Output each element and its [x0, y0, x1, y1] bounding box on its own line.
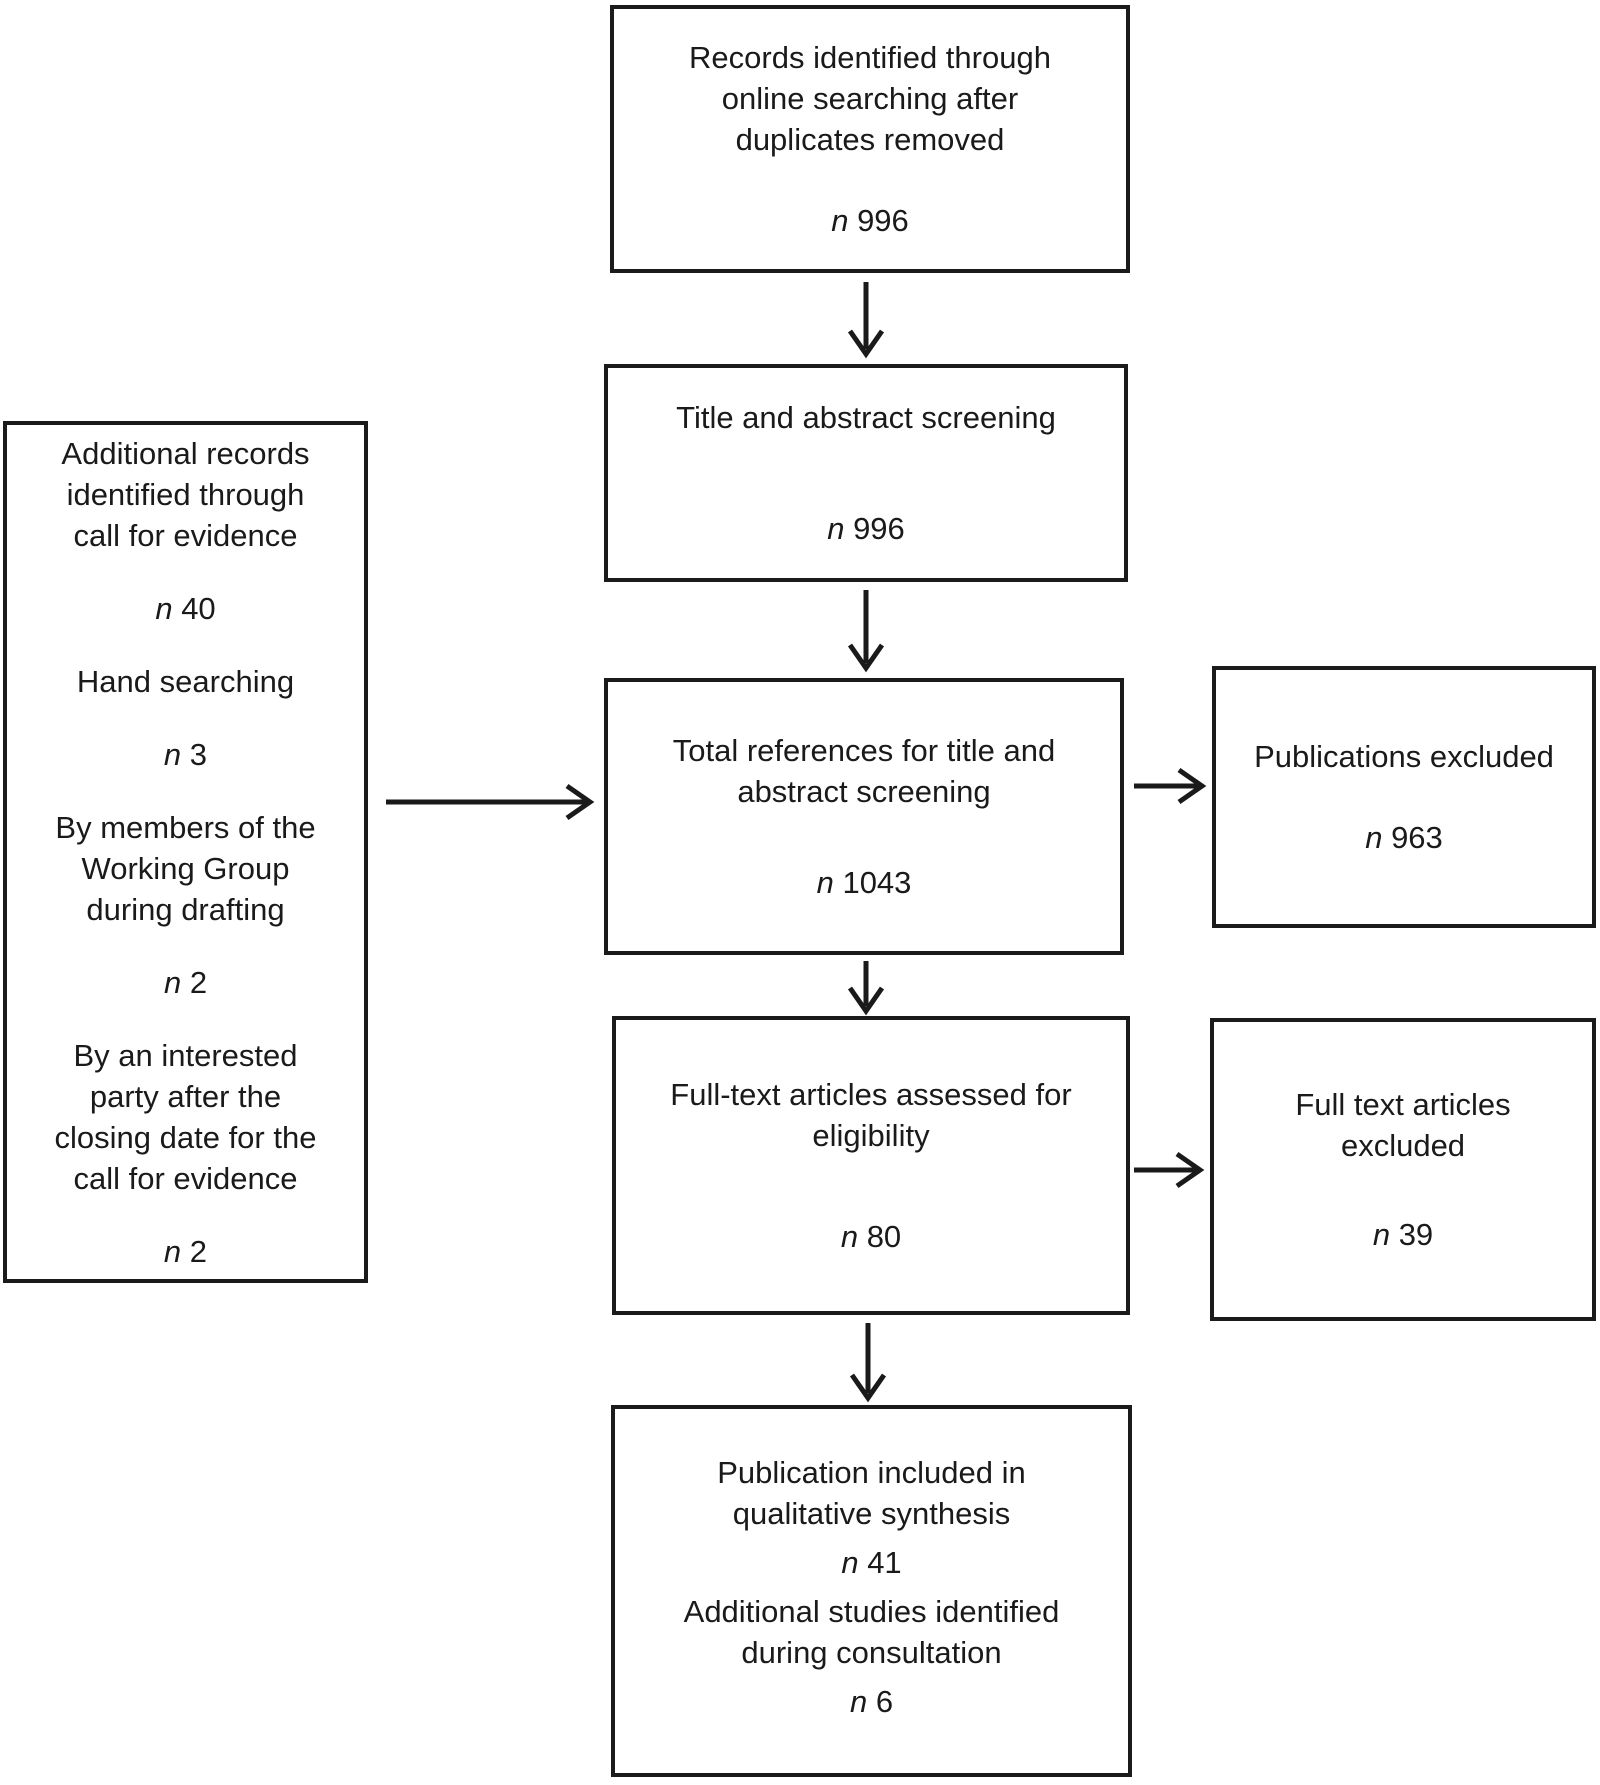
included-qualitative-count: n 41 [841, 1542, 901, 1583]
call-for-evidence-text: Additional records identified through ca… [61, 435, 310, 553]
arrow-records-to-title-screening [847, 282, 885, 359]
box-fulltext-assessed: Full-text articles assessed for eligibil… [612, 1016, 1130, 1315]
additional-records-item: By an interested party after the closing… [55, 1035, 317, 1272]
records-identified-text: Records identified through online search… [689, 40, 1051, 157]
publications-excluded-text: Publications excluded [1254, 739, 1554, 774]
working-group-count: n 2 [55, 962, 315, 1003]
additional-records-item: Additional records identified through ca… [61, 433, 309, 629]
box-total-references: Total references for title and abstract … [604, 678, 1124, 955]
arrow-fulltext-to-included [849, 1323, 887, 1403]
arrow-title-to-total-references [847, 590, 885, 673]
interested-party-text: By an interested party after the closing… [54, 1037, 317, 1196]
n-symbol: n [163, 964, 182, 1000]
n-value: 2 [189, 964, 208, 1000]
n-value: 1043 [842, 865, 912, 900]
included-qualitative-text: Publication included in qualitative synt… [717, 1455, 1026, 1531]
n-value: 2 [189, 1233, 208, 1269]
hand-searching-text: Hand searching [76, 663, 295, 699]
fulltext-assessed-count: n 80 [841, 1216, 901, 1257]
records-identified-count: n 996 [831, 200, 909, 241]
n-symbol: n [840, 1219, 859, 1254]
fulltext-excluded-count: n 39 [1373, 1214, 1433, 1255]
n-symbol: n [1365, 820, 1383, 855]
box-additional-records: Additional records identified through ca… [3, 421, 368, 1283]
included-consultation-text: Additional studies identified during con… [683, 1594, 1060, 1670]
n-symbol: n [163, 736, 182, 772]
arrow-fulltext-to-fulltext-excluded [1134, 1151, 1205, 1189]
n-symbol: n [816, 865, 834, 900]
n-value: 996 [853, 511, 905, 546]
interested-party-count: n 2 [55, 1231, 317, 1272]
arrow-total-to-publications-excluded [1134, 767, 1207, 805]
publications-excluded-count: n 963 [1365, 817, 1443, 858]
n-symbol: n [841, 1545, 859, 1580]
title-screening-text: Title and abstract screening [676, 400, 1056, 435]
n-value: 996 [857, 203, 909, 238]
n-value: 3 [189, 736, 208, 772]
n-value: 39 [1398, 1217, 1434, 1252]
fulltext-excluded-text: Full text articles excluded [1295, 1087, 1511, 1163]
n-symbol: n [849, 1684, 868, 1719]
n-value: 41 [867, 1545, 902, 1580]
n-symbol: n [1372, 1217, 1391, 1252]
working-group-text: By members of the Working Group during d… [55, 809, 316, 927]
box-publications-included: Publication included in qualitative synt… [611, 1405, 1132, 1777]
fulltext-assessed-text: Full-text articles assessed for eligibil… [670, 1077, 1072, 1153]
included-consultation-count: n 6 [850, 1681, 893, 1722]
n-symbol: n [831, 203, 849, 238]
n-value: 40 [181, 590, 216, 626]
n-value: 963 [1391, 820, 1443, 855]
box-fulltext-excluded: Full text articles excluded n 39 [1210, 1018, 1596, 1321]
n-value: 80 [866, 1219, 902, 1254]
box-records-identified: Records identified through online search… [610, 5, 1130, 273]
title-screening-count: n 996 [827, 508, 905, 549]
call-for-evidence-count: n 40 [61, 588, 309, 629]
n-symbol: n [827, 511, 845, 546]
arrow-additional-to-total [386, 783, 595, 821]
n-value: 6 [875, 1684, 894, 1719]
additional-records-item: By members of the Working Group during d… [55, 807, 315, 1003]
additional-records-item: Hand searching n 3 [77, 661, 294, 775]
box-publications-excluded: Publications excluded n 963 [1212, 666, 1596, 928]
n-symbol: n [163, 1233, 182, 1269]
n-symbol: n [155, 590, 173, 626]
total-references-text: Total references for title and abstract … [672, 733, 1056, 809]
total-references-count: n 1043 [817, 862, 912, 903]
hand-searching-count: n 3 [77, 734, 294, 775]
arrow-total-to-fulltext [847, 961, 885, 1016]
box-title-abstract-screening: Title and abstract screening n 996 [604, 364, 1128, 582]
